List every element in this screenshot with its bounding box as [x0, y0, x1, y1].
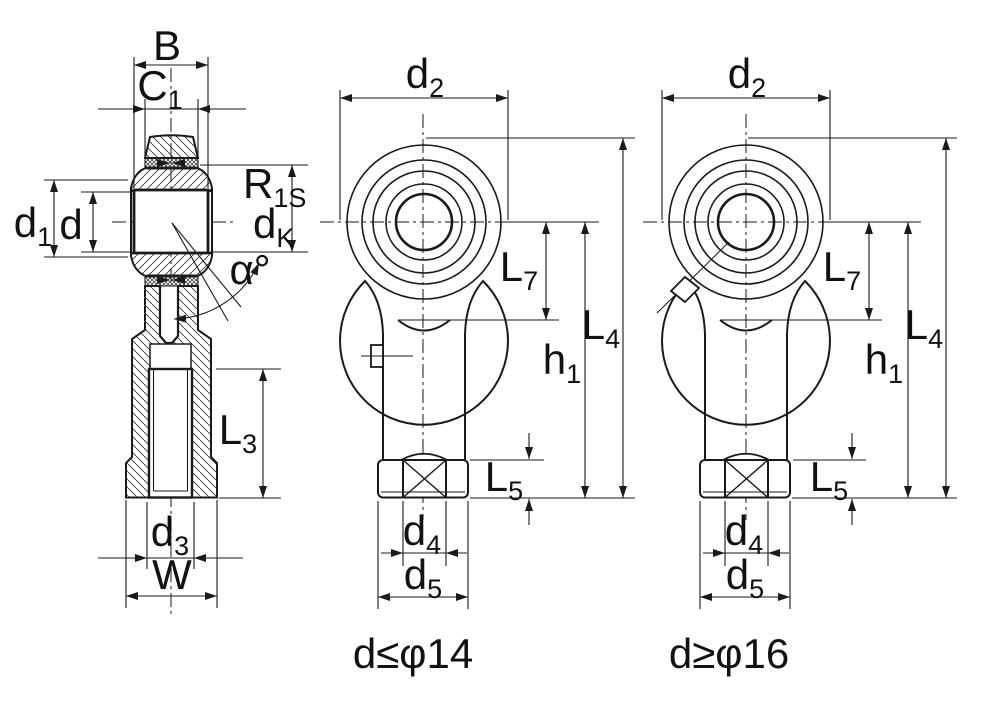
dim-label-l4-large: L4	[905, 301, 943, 354]
dim-label-d: d	[59, 201, 82, 248]
dim-label-d4-large: d4	[725, 507, 763, 560]
dim-label-l7-large: L7	[823, 243, 861, 296]
dim-label-d4-small: d4	[403, 507, 441, 560]
dim-label-d5-large: d5	[726, 551, 764, 604]
right-view-centerlines	[643, 114, 852, 520]
caption-small-bore: d≤φ14	[353, 630, 473, 677]
throat-saddle	[719, 319, 773, 332]
dim-label-dk: dK	[253, 200, 294, 253]
grease-fitting	[669, 275, 701, 304]
right-view-dimensions	[661, 90, 957, 609]
mid-view-centerlines	[320, 114, 532, 520]
dim-label-d3: d3	[151, 508, 189, 561]
dim-label-w: W	[152, 551, 192, 598]
front-view-large: d2 L7 h1 L4 L5 d4 d5 d≥φ16	[643, 50, 957, 677]
rod-end-outline	[339, 279, 509, 460]
front-view-small: d2 L7 h1 L4 L5 d4 d5 d≤φ14	[320, 50, 635, 677]
ball-bore	[132, 188, 210, 255]
ball-top-land	[143, 134, 200, 159]
dim-label-d5-small: d5	[404, 551, 442, 604]
collar-dome	[722, 452, 770, 461]
left-view-dimensions	[44, 57, 308, 608]
caption-large-bore: d≥φ16	[669, 630, 789, 677]
dim-label-d1: d1	[14, 199, 52, 252]
dim-label-l5-small: L5	[485, 453, 523, 506]
threaded-hole	[147, 367, 194, 499]
mid-view-dimensions	[339, 90, 635, 609]
dim-label-alpha: α°	[229, 246, 270, 293]
dim-label-l4-small: L4	[582, 301, 620, 354]
left-section-view: B C1 d1 d R1S dK α° L3 d3 W	[14, 22, 308, 614]
head-rings	[346, 144, 502, 300]
dim-label-b: B	[153, 22, 181, 69]
dim-label-l7-small: L7	[500, 243, 538, 296]
dim-label-d2-small: d2	[406, 50, 444, 103]
counterbore	[149, 343, 192, 370]
dim-label-d2-large: d2	[728, 50, 766, 103]
collar-dome	[400, 452, 448, 461]
dim-label-l5-large: L5	[810, 453, 848, 506]
misalignment-angle	[171, 222, 260, 323]
dim-label-c1: C1	[137, 62, 182, 115]
thread-symbol-box	[402, 459, 447, 499]
head-rings	[668, 144, 824, 300]
dim-label-r1s: R1S	[243, 160, 306, 213]
dim-label-h1-large: h1	[865, 336, 903, 389]
grease-fitting-axis	[656, 241, 730, 314]
dim-label-l3: L3	[219, 406, 257, 459]
thread-symbol-box	[724, 459, 769, 499]
throat-saddle	[397, 319, 451, 332]
housing-upper-section	[130, 166, 213, 192]
dim-label-h1-small: h1	[543, 336, 581, 389]
neck-bore	[159, 285, 179, 343]
